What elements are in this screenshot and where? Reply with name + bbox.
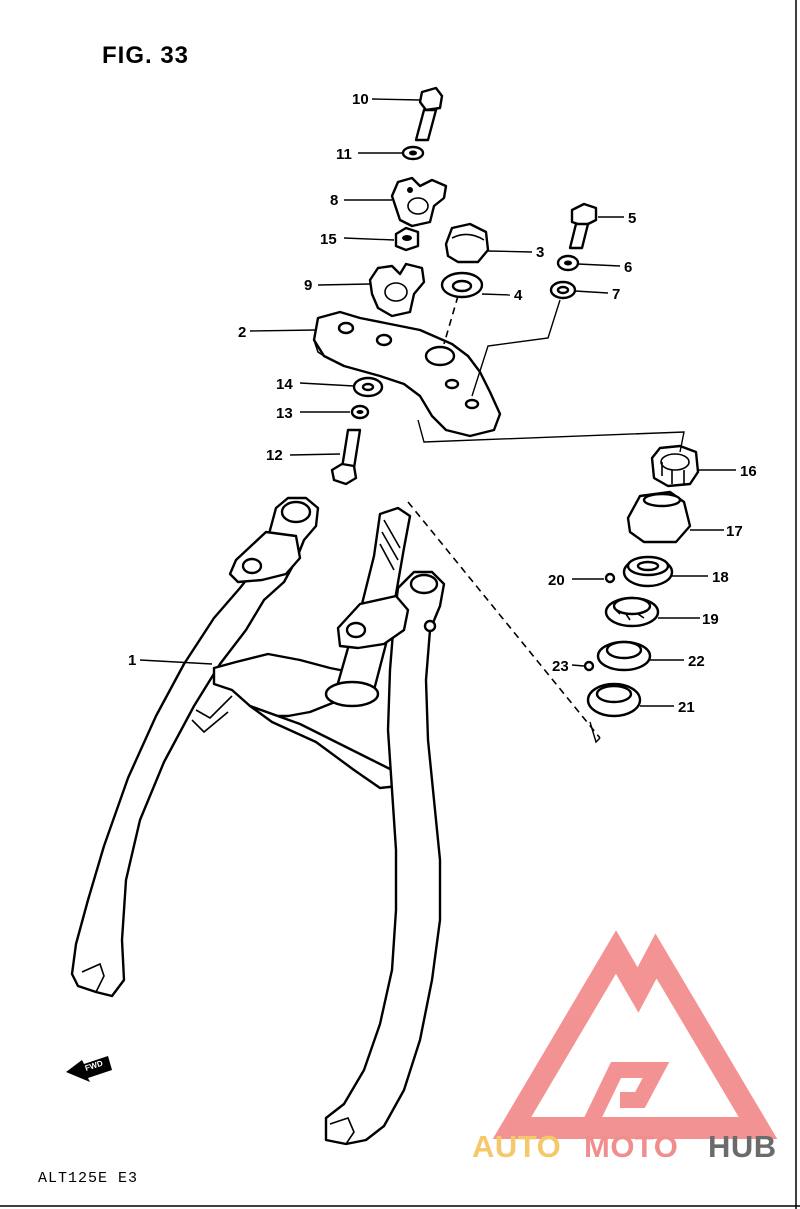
part-17-dust-seal (626, 490, 692, 544)
logo-word-auto: AUTO (472, 1129, 561, 1164)
part-12-bolt (330, 428, 362, 486)
part-15-nut (394, 226, 420, 252)
part-21-lower-race (586, 682, 642, 718)
callout-13: 13 (276, 405, 293, 422)
callout-18: 18 (712, 569, 729, 586)
part-4-washer (440, 271, 484, 299)
callout-6: 6 (624, 259, 632, 276)
callout-10: 10 (352, 91, 369, 108)
callout-22: 22 (688, 653, 705, 670)
part-18-bearing-race (622, 555, 674, 588)
callout-23: 23 (552, 658, 569, 675)
callout-3: 3 (536, 244, 544, 261)
part-13-lock-washer (350, 404, 370, 420)
callout-11: 11 (336, 146, 352, 163)
part-19-bearing-race (604, 596, 660, 628)
callout-21: 21 (678, 699, 695, 716)
callout-17: 17 (726, 523, 743, 540)
part-20-steel-ball (604, 572, 616, 584)
part-16-steering-nut (650, 444, 700, 488)
callout-2: 2 (238, 324, 246, 341)
callout-12: 12 (266, 447, 283, 464)
part-5-bolt (568, 202, 598, 250)
part-2-upper-bracket (312, 295, 561, 438)
part-7-washer (549, 280, 577, 300)
automotohub-logo (492, 930, 778, 1139)
callout-5: 5 (628, 210, 636, 227)
logo-word-hub: HUB (708, 1129, 777, 1164)
logo-word-moto: MOTO (584, 1129, 678, 1164)
part-8-upper-holder (390, 176, 448, 228)
callout-7: 7 (612, 286, 620, 303)
model-code: ALT125E E3 (38, 1170, 139, 1187)
callout-9: 9 (304, 277, 312, 294)
callout-19: 19 (702, 611, 719, 628)
fwd-arrow-icon: FWD (66, 1056, 112, 1082)
callout-8: 8 (330, 192, 338, 209)
callout-labels: 1 2 3 4 5 6 7 8 9 10 11 12 13 14 15 16 1… (128, 91, 757, 716)
part-9-lower-holder (368, 262, 426, 318)
leader-lines (139, 98, 736, 707)
part-6-lock-washer (556, 254, 580, 272)
part-22-bearing-race (596, 640, 652, 672)
part-14-washer (352, 376, 384, 398)
part-10-bolt (414, 86, 444, 142)
callout-1: 1 (128, 652, 136, 669)
callout-14: 14 (276, 376, 293, 393)
figure-title: FIG. 33 (102, 42, 190, 69)
callout-20: 20 (548, 572, 565, 589)
part-23-steel-ball (583, 660, 595, 672)
part-11-washer (401, 145, 425, 161)
part-3-cap-nut (444, 222, 490, 264)
callout-16: 16 (740, 463, 757, 480)
callout-15: 15 (320, 231, 337, 248)
callout-4: 4 (514, 287, 523, 304)
part-1-front-fork (70, 496, 446, 1146)
